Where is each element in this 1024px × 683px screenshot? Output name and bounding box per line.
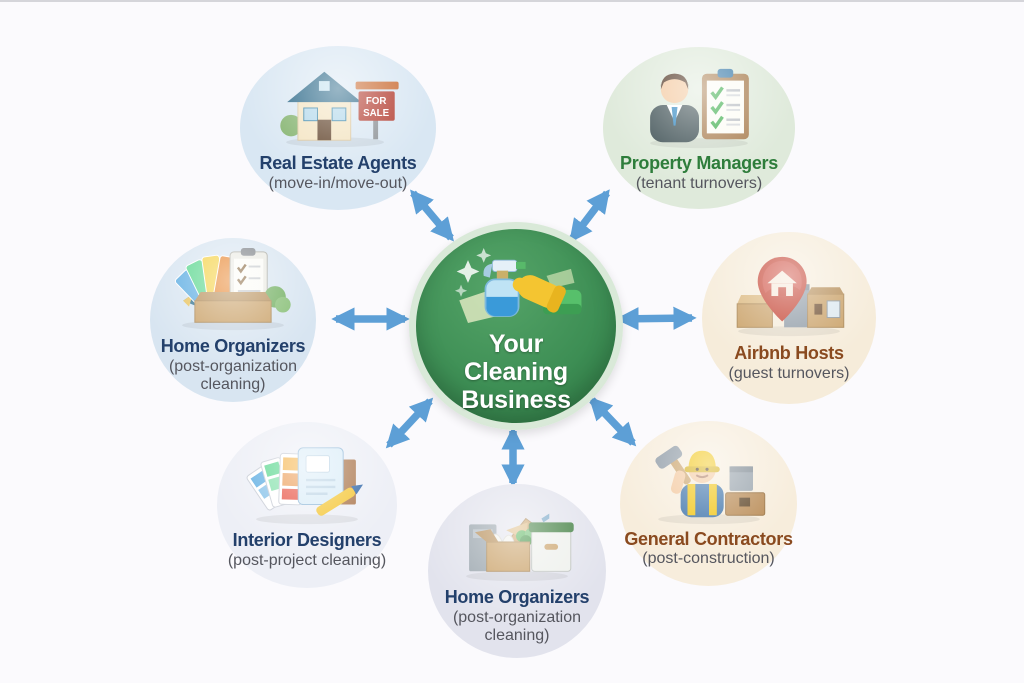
node-label: General Contractors <box>624 528 793 549</box>
node-property-managers: Property Managers (tenant turnovers) <box>603 47 795 209</box>
node-sublabel: (post-organization cleaning) <box>452 608 582 644</box>
node-home-organizers-left: Home Organizers (post-organization clean… <box>150 238 316 402</box>
node-label: Airbnb Hosts <box>734 343 844 364</box>
node-home-organizers-bottom: Home Organizers (post-organization clean… <box>428 484 606 658</box>
center-node: Your Cleaning Business <box>409 222 623 430</box>
arrow-airbnb-hosts <box>615 306 697 331</box>
node-label: Interior Designers <box>232 530 382 551</box>
node-sublabel: (post-project cleaning) <box>227 551 387 569</box>
manager-checklist-icon <box>650 69 749 149</box>
node-real-estate-agents: FOR SALE Real Estate Agents (move-in/mov… <box>240 46 436 210</box>
map-pin-boxes-icon <box>736 257 845 337</box>
arrow-property-managers <box>569 189 610 243</box>
node-sublabel: (move-in/move-out) <box>268 174 408 192</box>
arrow-interior-designers <box>385 397 434 449</box>
cleaning-supplies-icon <box>454 247 582 324</box>
house-for-sale-icon: FOR SALE <box>280 72 399 148</box>
node-sublabel: (post-construction) <box>642 550 775 568</box>
swatches-notebook-pen-icon <box>246 447 364 525</box>
for-sale-sign-text: FOR <box>366 96 387 107</box>
node-airbnb-hosts: Airbnb Hosts (guest turnovers) <box>702 232 876 404</box>
swatches-clipboard-box-icon <box>174 248 291 331</box>
for-sale-sign-text: SALE <box>363 108 390 119</box>
contractor-toolbox-icon <box>654 445 765 524</box>
node-interior-designers: Interior Designers (post-project cleanin… <box>217 422 397 588</box>
node-label: Property Managers <box>620 153 778 174</box>
node-label: Home Organizers <box>444 587 590 608</box>
node-general-contractors: General Contractors (post-construction) <box>620 421 797 586</box>
node-label: Home Organizers <box>160 336 306 357</box>
node-label: Real Estate Agents <box>259 153 417 174</box>
center-label: Your Cleaning Business <box>461 330 571 414</box>
arrow-general-contractors <box>588 396 637 447</box>
storage-boxes-icon <box>466 513 574 582</box>
node-sublabel: (post-organization cleaning) <box>168 357 298 393</box>
arrow-real-estate-agents <box>409 189 455 242</box>
node-sublabel: (tenant turnovers) <box>635 174 763 192</box>
node-sublabel: (guest turnovers) <box>728 364 850 382</box>
